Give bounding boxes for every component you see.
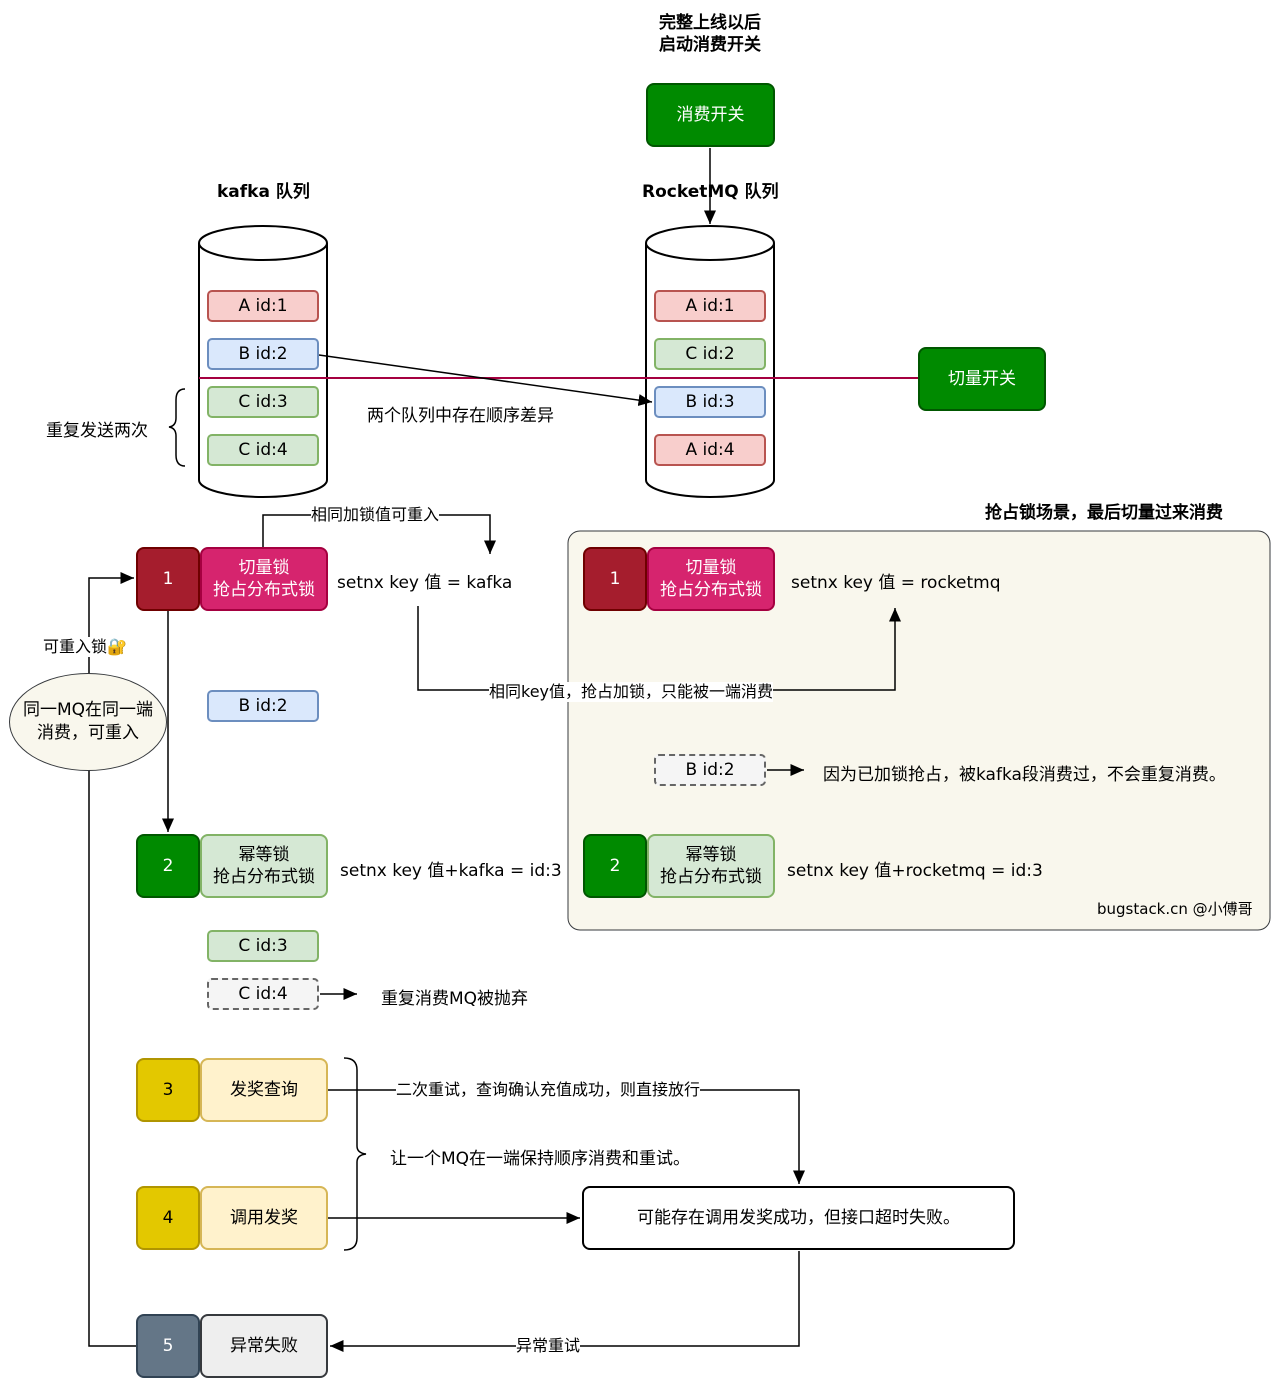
exception-retry-label: 异常重试 <box>516 1336 581 1356</box>
rocketmq-item-a4: A id:4 <box>654 434 766 466</box>
same-key-grab-label: 相同key值，抢占加锁，只能被一端消费 <box>489 682 774 702</box>
step3-award-query: 发奖查询 <box>200 1058 328 1122</box>
credit-text: bugstack.cn @小傅哥 <box>1097 900 1253 918</box>
left-step2-line1: 幂等锁 <box>238 845 290 865</box>
header-note: 完整上线以后 启动消费开关 <box>640 12 780 56</box>
left-item-b2: B id:2 <box>207 690 319 722</box>
rocketmq-title: RocketMQ 队列 <box>642 182 779 202</box>
reentrant-lock-label: 可重入锁🔐 <box>43 637 127 657</box>
left-step2-line2: 抢占分布式锁 <box>213 867 315 887</box>
step5-number: 5 <box>136 1314 200 1378</box>
left-step2-number: 2 <box>136 834 200 898</box>
right-step2-number: 2 <box>583 834 647 898</box>
left-step1-line1: 切量锁 <box>238 558 290 578</box>
left-step1-cut-lock: 切量锁 抢占分布式锁 <box>200 547 328 611</box>
right-step2-idem-lock: 幂等锁 抢占分布式锁 <box>647 834 775 898</box>
right-step1-cmd: setnx key 值 = rocketmq <box>791 573 1001 593</box>
left-step1-number: 1 <box>136 547 200 611</box>
left-item-c3: C id:3 <box>207 930 319 962</box>
order-brace <box>343 1057 367 1251</box>
step5-exception-failed: 异常失败 <box>200 1314 328 1378</box>
timeout-note-box: 可能存在调用发奖成功，但接口超时失败。 <box>582 1186 1015 1250</box>
step4-number: 4 <box>136 1186 200 1250</box>
consume-switch-button[interactable]: 消费开关 <box>646 83 775 147</box>
kafka-item-c3: C id:3 <box>207 386 319 418</box>
same-mq-line2: 消费，可重入 <box>37 723 139 743</box>
grab-lock-panel <box>567 530 1271 931</box>
right-step1-number: 1 <box>583 547 647 611</box>
right-step2-line1: 幂等锁 <box>685 845 737 865</box>
already-locked-note: 因为已加锁抢占，被kafka段消费过，不会重复消费。 <box>823 765 1226 785</box>
right-step2-cmd: setnx key 值+rocketmq = id:3 <box>787 861 1043 881</box>
grab-scene-title: 抢占锁场景，最后切量过来消费 <box>985 503 1223 523</box>
rocketmq-item-a1: A id:1 <box>654 290 766 322</box>
same-lock-reentrant-label: 相同加锁值可重入 <box>311 505 440 525</box>
left-step1-line2: 抢占分布式锁 <box>213 580 315 600</box>
same-mq-ellipse: 同一MQ在同一端 消费，可重入 <box>9 673 167 771</box>
step3-number: 3 <box>136 1058 200 1122</box>
cut-switch-button[interactable]: 切量开关 <box>918 347 1046 411</box>
consume-switch-label: 消费开关 <box>676 105 745 125</box>
cut-switch-label: 切量开关 <box>948 369 1016 389</box>
right-step1-line2: 抢占分布式锁 <box>660 580 762 600</box>
header-line2: 启动消费开关 <box>659 35 761 55</box>
kafka-title: kafka 队列 <box>217 182 310 202</box>
same-mq-line1: 同一MQ在同一端 <box>22 700 154 720</box>
kafka-item-a1: A id:1 <box>207 290 319 322</box>
header-line1: 完整上线以后 <box>659 13 761 33</box>
right-step1-cut-lock: 切量锁 抢占分布式锁 <box>647 547 775 611</box>
kafka-item-b2: B id:2 <box>207 338 319 370</box>
rocketmq-item-b3: B id:3 <box>654 386 766 418</box>
resend-twice-note: 重复发送两次 <box>46 421 148 441</box>
right-item-b2-dropped: B id:2 <box>654 754 766 786</box>
step4-call-award: 调用发奖 <box>200 1186 328 1250</box>
rocketmq-item-c2: C id:2 <box>654 338 766 370</box>
left-step1-cmd: setnx key 值 = kafka <box>337 573 513 593</box>
keep-order-note: 让一个MQ在一端保持顺序消费和重试。 <box>390 1149 691 1169</box>
right-step2-line2: 抢占分布式锁 <box>660 867 762 887</box>
order-diff-note: 两个队列中存在顺序差异 <box>367 406 554 426</box>
kafka-item-c4: C id:4 <box>207 434 319 466</box>
left-step2-cmd: setnx key 值+kafka = id:3 <box>340 861 562 881</box>
dup-dropped-note: 重复消费MQ被抛弃 <box>381 989 529 1009</box>
retry-query-label: 二次重试，查询确认充值成功，则直接放行 <box>396 1080 701 1100</box>
resend-brace <box>168 388 186 467</box>
right-step1-line1: 切量锁 <box>685 558 737 578</box>
left-item-c4-dropped: C id:4 <box>207 978 319 1010</box>
left-step2-idem-lock: 幂等锁 抢占分布式锁 <box>200 834 328 898</box>
